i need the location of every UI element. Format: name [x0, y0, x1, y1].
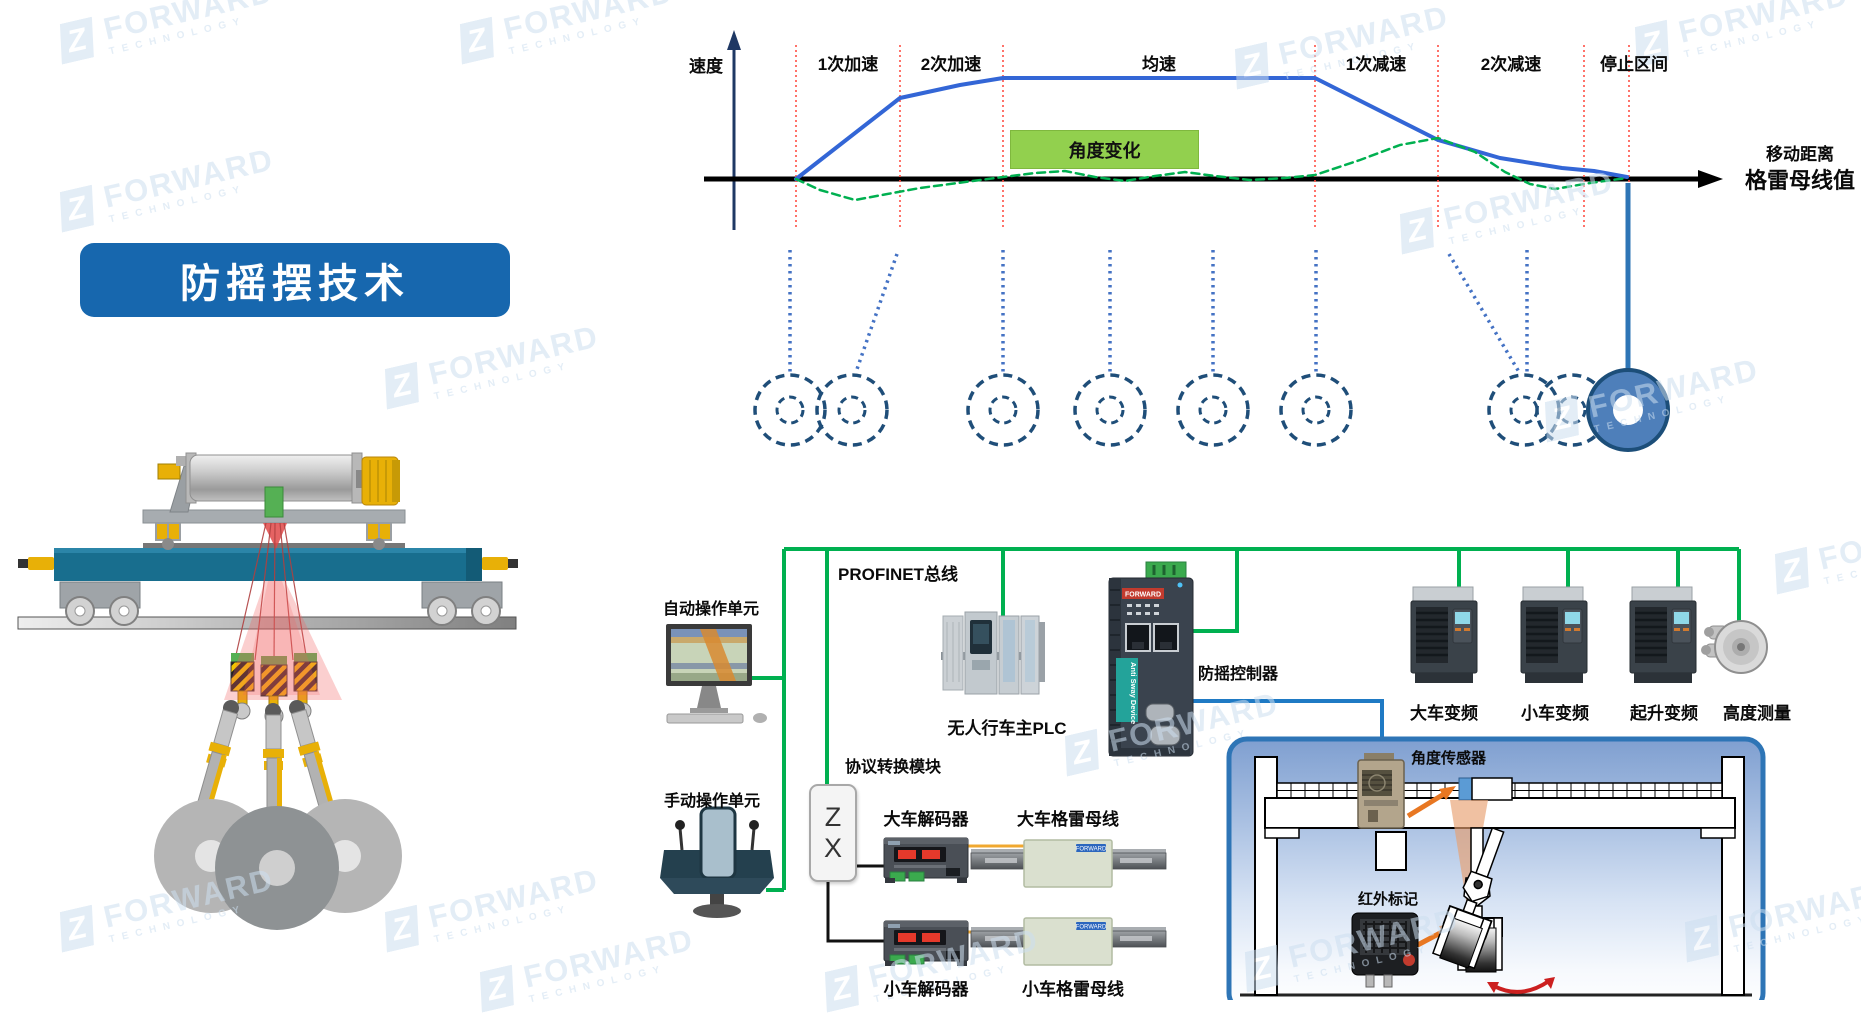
svg-text:FORWARD: FORWARD — [1076, 925, 1107, 931]
velocity-chart — [704, 30, 1723, 230]
x-axis-label-distance: 移动距离 — [1766, 145, 1834, 164]
graybus-major-icon: FORWARD — [970, 839, 1167, 888]
bus-label: PROFINET总线 — [838, 565, 958, 584]
crane-wheels — [65, 596, 501, 626]
vfd-hoist-label: 起升变频 — [1630, 704, 1698, 723]
decoder-links — [826, 864, 884, 943]
svg-text:FORWARD: FORWARD — [1076, 847, 1107, 853]
phase-label-decel1: 1次减速 — [1345, 55, 1407, 74]
pendulum-diagram — [753, 183, 1670, 452]
plc-icon — [941, 611, 1045, 695]
plc-label: 无人行车主PLC — [947, 719, 1067, 738]
zx-letter-z: Z — [824, 802, 842, 832]
height-meas-label: 高度测量 — [1723, 704, 1791, 723]
phase-label-accel2: 2次加速 — [920, 55, 982, 74]
vfd-minor-icon — [1519, 585, 1589, 685]
ir-marker-device-icon — [1351, 912, 1419, 988]
controller-label: 防摇控制器 — [1198, 666, 1279, 683]
decoder-major-label: 大车解码器 — [883, 810, 969, 829]
beam-marker-icon — [1458, 777, 1473, 801]
phase-label-decel2: 2次减速 — [1480, 55, 1542, 74]
pendulum-stopped-load — [1586, 368, 1670, 452]
svg-text:FORWARD: FORWARD — [1125, 592, 1161, 599]
decoder-minor-label: 小车解码器 — [883, 980, 969, 999]
coil-loads — [154, 799, 402, 930]
angle-sensor-icon — [1357, 753, 1407, 871]
angle-sensor-label: 角度传感器 — [1411, 750, 1487, 767]
manual-unit-label: 手动操作单元 — [663, 793, 761, 810]
graybus-minor-icon: FORWARD — [970, 917, 1167, 966]
graybus-major-label: 大车格雷母线 — [1017, 810, 1119, 829]
graybus-minor-label: 小车格雷母线 — [1022, 980, 1124, 999]
phase-label-accel1: 1次加速 — [817, 55, 879, 74]
zx-letter-x: X — [823, 833, 842, 863]
vfd-major-icon — [1409, 585, 1479, 685]
vfd-minor-label: 小车变频 — [1521, 704, 1589, 723]
series-speed — [794, 76, 1629, 181]
x-axis-label-graybus: 格雷母线值 — [1744, 168, 1856, 193]
decoder-minor-icon — [883, 920, 969, 967]
phase-label-stop: 停止区间 — [1600, 55, 1668, 74]
y-axis-label: 速度 — [689, 57, 723, 76]
gantry-inset — [1226, 736, 1766, 1000]
rj45-port-icon — [1125, 623, 1151, 652]
hmi-monitor-icon — [666, 624, 767, 724]
vfd-major-label: 大车变频 — [1410, 704, 1478, 723]
y-axis-arrow-icon — [727, 30, 741, 50]
profinet-bus-lines — [752, 547, 1741, 892]
phase-label-uniform: 均速 — [1142, 55, 1176, 74]
auto-unit-label: 自动操作单元 — [662, 601, 760, 618]
vfd-hoist-icon — [1628, 585, 1698, 685]
encoder-icon — [1701, 620, 1768, 674]
anti-sway-controller-icon: FORWARD Anti Sway Device — [1108, 561, 1194, 757]
x-axis-arrow-icon — [1698, 170, 1723, 188]
db9-port-icon — [1145, 703, 1175, 722]
spreader-swung — [1431, 826, 1505, 970]
series-angle — [794, 136, 1629, 202]
protocol-converter-module: Z X — [809, 784, 857, 882]
chart-curves — [794, 45, 1630, 230]
ir-marker-label: 红外标记 — [1357, 891, 1419, 908]
laser-scan-fan — [224, 581, 342, 700]
angle-change-annotation: 角度变化 — [1010, 130, 1199, 169]
page-title: 防摇摆技术 — [180, 262, 410, 306]
crane-illustration — [17, 452, 518, 930]
protocol-module-label: 协议转换模块 — [845, 759, 942, 776]
db9-port-icon — [1149, 725, 1181, 746]
sway-arrow-icon — [1487, 977, 1555, 994]
svg-text:Anti Sway Device: Anti Sway Device — [1129, 662, 1138, 724]
joystick-console-icon — [660, 806, 774, 918]
decoder-major-icon — [883, 837, 969, 884]
title-banner: 防摇摆技术 — [80, 243, 510, 317]
